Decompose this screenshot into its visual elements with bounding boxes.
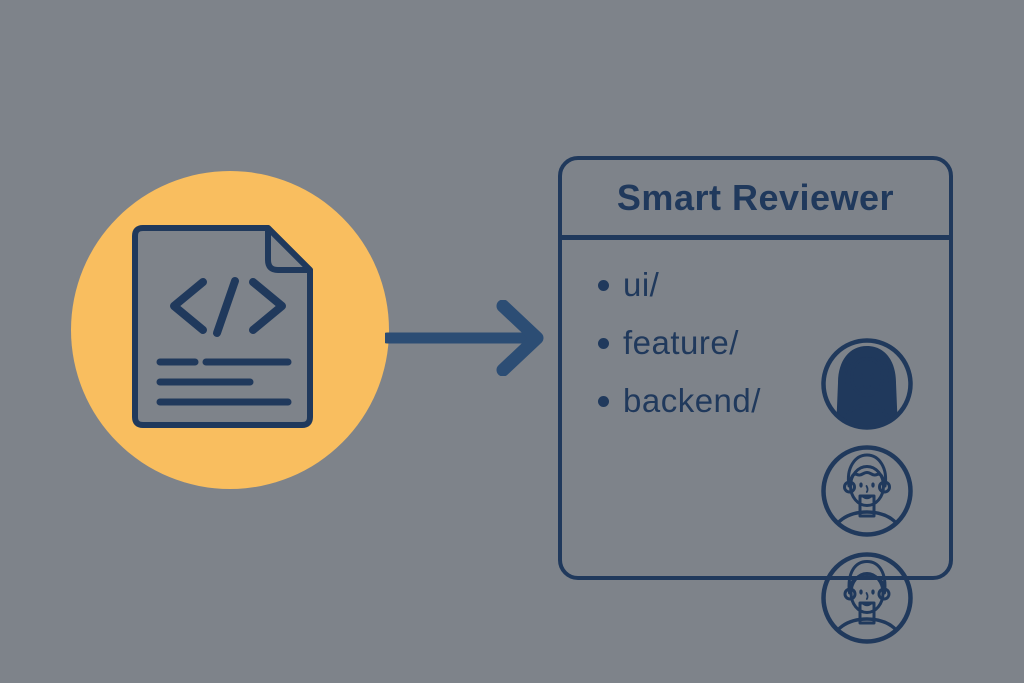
hair-front xyxy=(845,347,889,385)
smart-reviewer-panel: Smart Reviewer ui/ feature/ backend/ xyxy=(558,156,953,644)
panel-title: Smart Reviewer xyxy=(616,176,895,218)
bullet-icon xyxy=(598,395,609,407)
reviewer-avatar-woman xyxy=(821,338,913,430)
face-features xyxy=(859,482,875,488)
branch-label: feature/ xyxy=(623,324,739,361)
face-features xyxy=(859,589,875,595)
code-brackets-glyph xyxy=(170,277,286,337)
list-item: ui/ xyxy=(598,256,949,314)
arrow-right-icon xyxy=(385,300,544,376)
face xyxy=(850,357,884,397)
avatar-ring xyxy=(821,445,913,537)
document-text-lines xyxy=(156,358,292,406)
mouth xyxy=(862,603,872,607)
avatar-ring xyxy=(821,552,913,644)
neck xyxy=(859,387,875,411)
branch-list: ui/ feature/ backend/ xyxy=(562,240,949,430)
branch-label: backend/ xyxy=(623,382,761,419)
nose xyxy=(865,485,869,493)
mouth xyxy=(863,385,871,389)
reviewer-avatar-dark-haired-man xyxy=(821,552,913,644)
panel-body: ui/ feature/ backend/ xyxy=(562,240,949,644)
panel-header: Smart Reviewer xyxy=(562,160,949,240)
neck xyxy=(858,601,876,625)
reviewer-avatars xyxy=(820,337,914,645)
bullet-icon xyxy=(598,337,609,349)
code-file-on-circle xyxy=(71,171,389,489)
avatar-ring xyxy=(821,338,913,430)
hair xyxy=(846,453,888,488)
face-features xyxy=(859,373,875,380)
list-item: backend/ xyxy=(598,372,949,430)
list-item: feature/ xyxy=(598,314,949,372)
neck xyxy=(858,494,876,518)
branch-label: ui/ xyxy=(623,266,660,303)
mouth xyxy=(862,496,872,500)
document-fold-corner xyxy=(265,225,313,273)
reviewer-avatar-blond-man xyxy=(821,445,913,537)
code-file-icon xyxy=(132,225,313,428)
nose xyxy=(865,592,869,600)
bullet-icon xyxy=(598,279,609,291)
hair xyxy=(847,560,887,595)
